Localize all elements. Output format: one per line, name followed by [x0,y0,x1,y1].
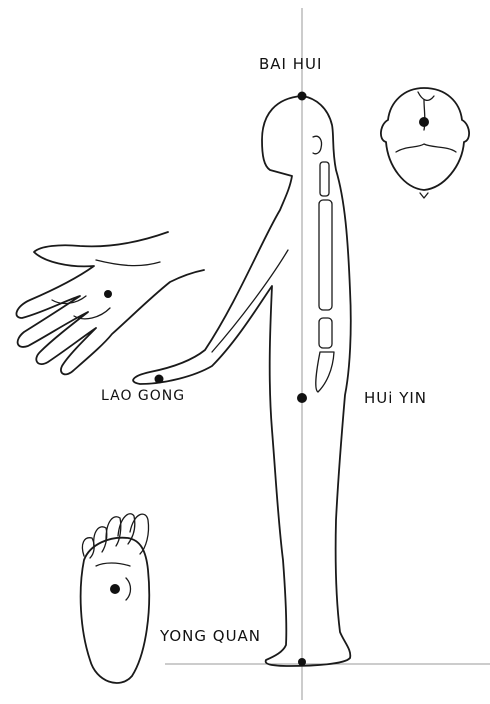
sacrum-segment [316,352,334,392]
bai-hui-point [298,92,307,101]
yong-quan-point [298,658,306,666]
lao-gong-palm-point [104,290,112,298]
head-top-view [381,88,469,198]
yong-quan-label: YONG QUAN [160,627,261,645]
spine-segment [319,200,332,310]
open-hand-drawing [16,232,204,374]
lao-gong-point [155,375,164,384]
spine-segment [320,162,329,196]
spine-segment [319,318,332,348]
lao-gong-label: LAO GONG [101,388,185,404]
hui-yin-point [297,393,307,403]
yong-quan-sole-point [110,584,120,594]
bai-hui-head-view-point [419,117,429,127]
hui-yin-label: HUi YIN [364,389,427,407]
bai-hui-label: BAI HUI [259,55,322,73]
standing-body-figure [133,96,351,666]
foot-sole-drawing [81,514,150,683]
